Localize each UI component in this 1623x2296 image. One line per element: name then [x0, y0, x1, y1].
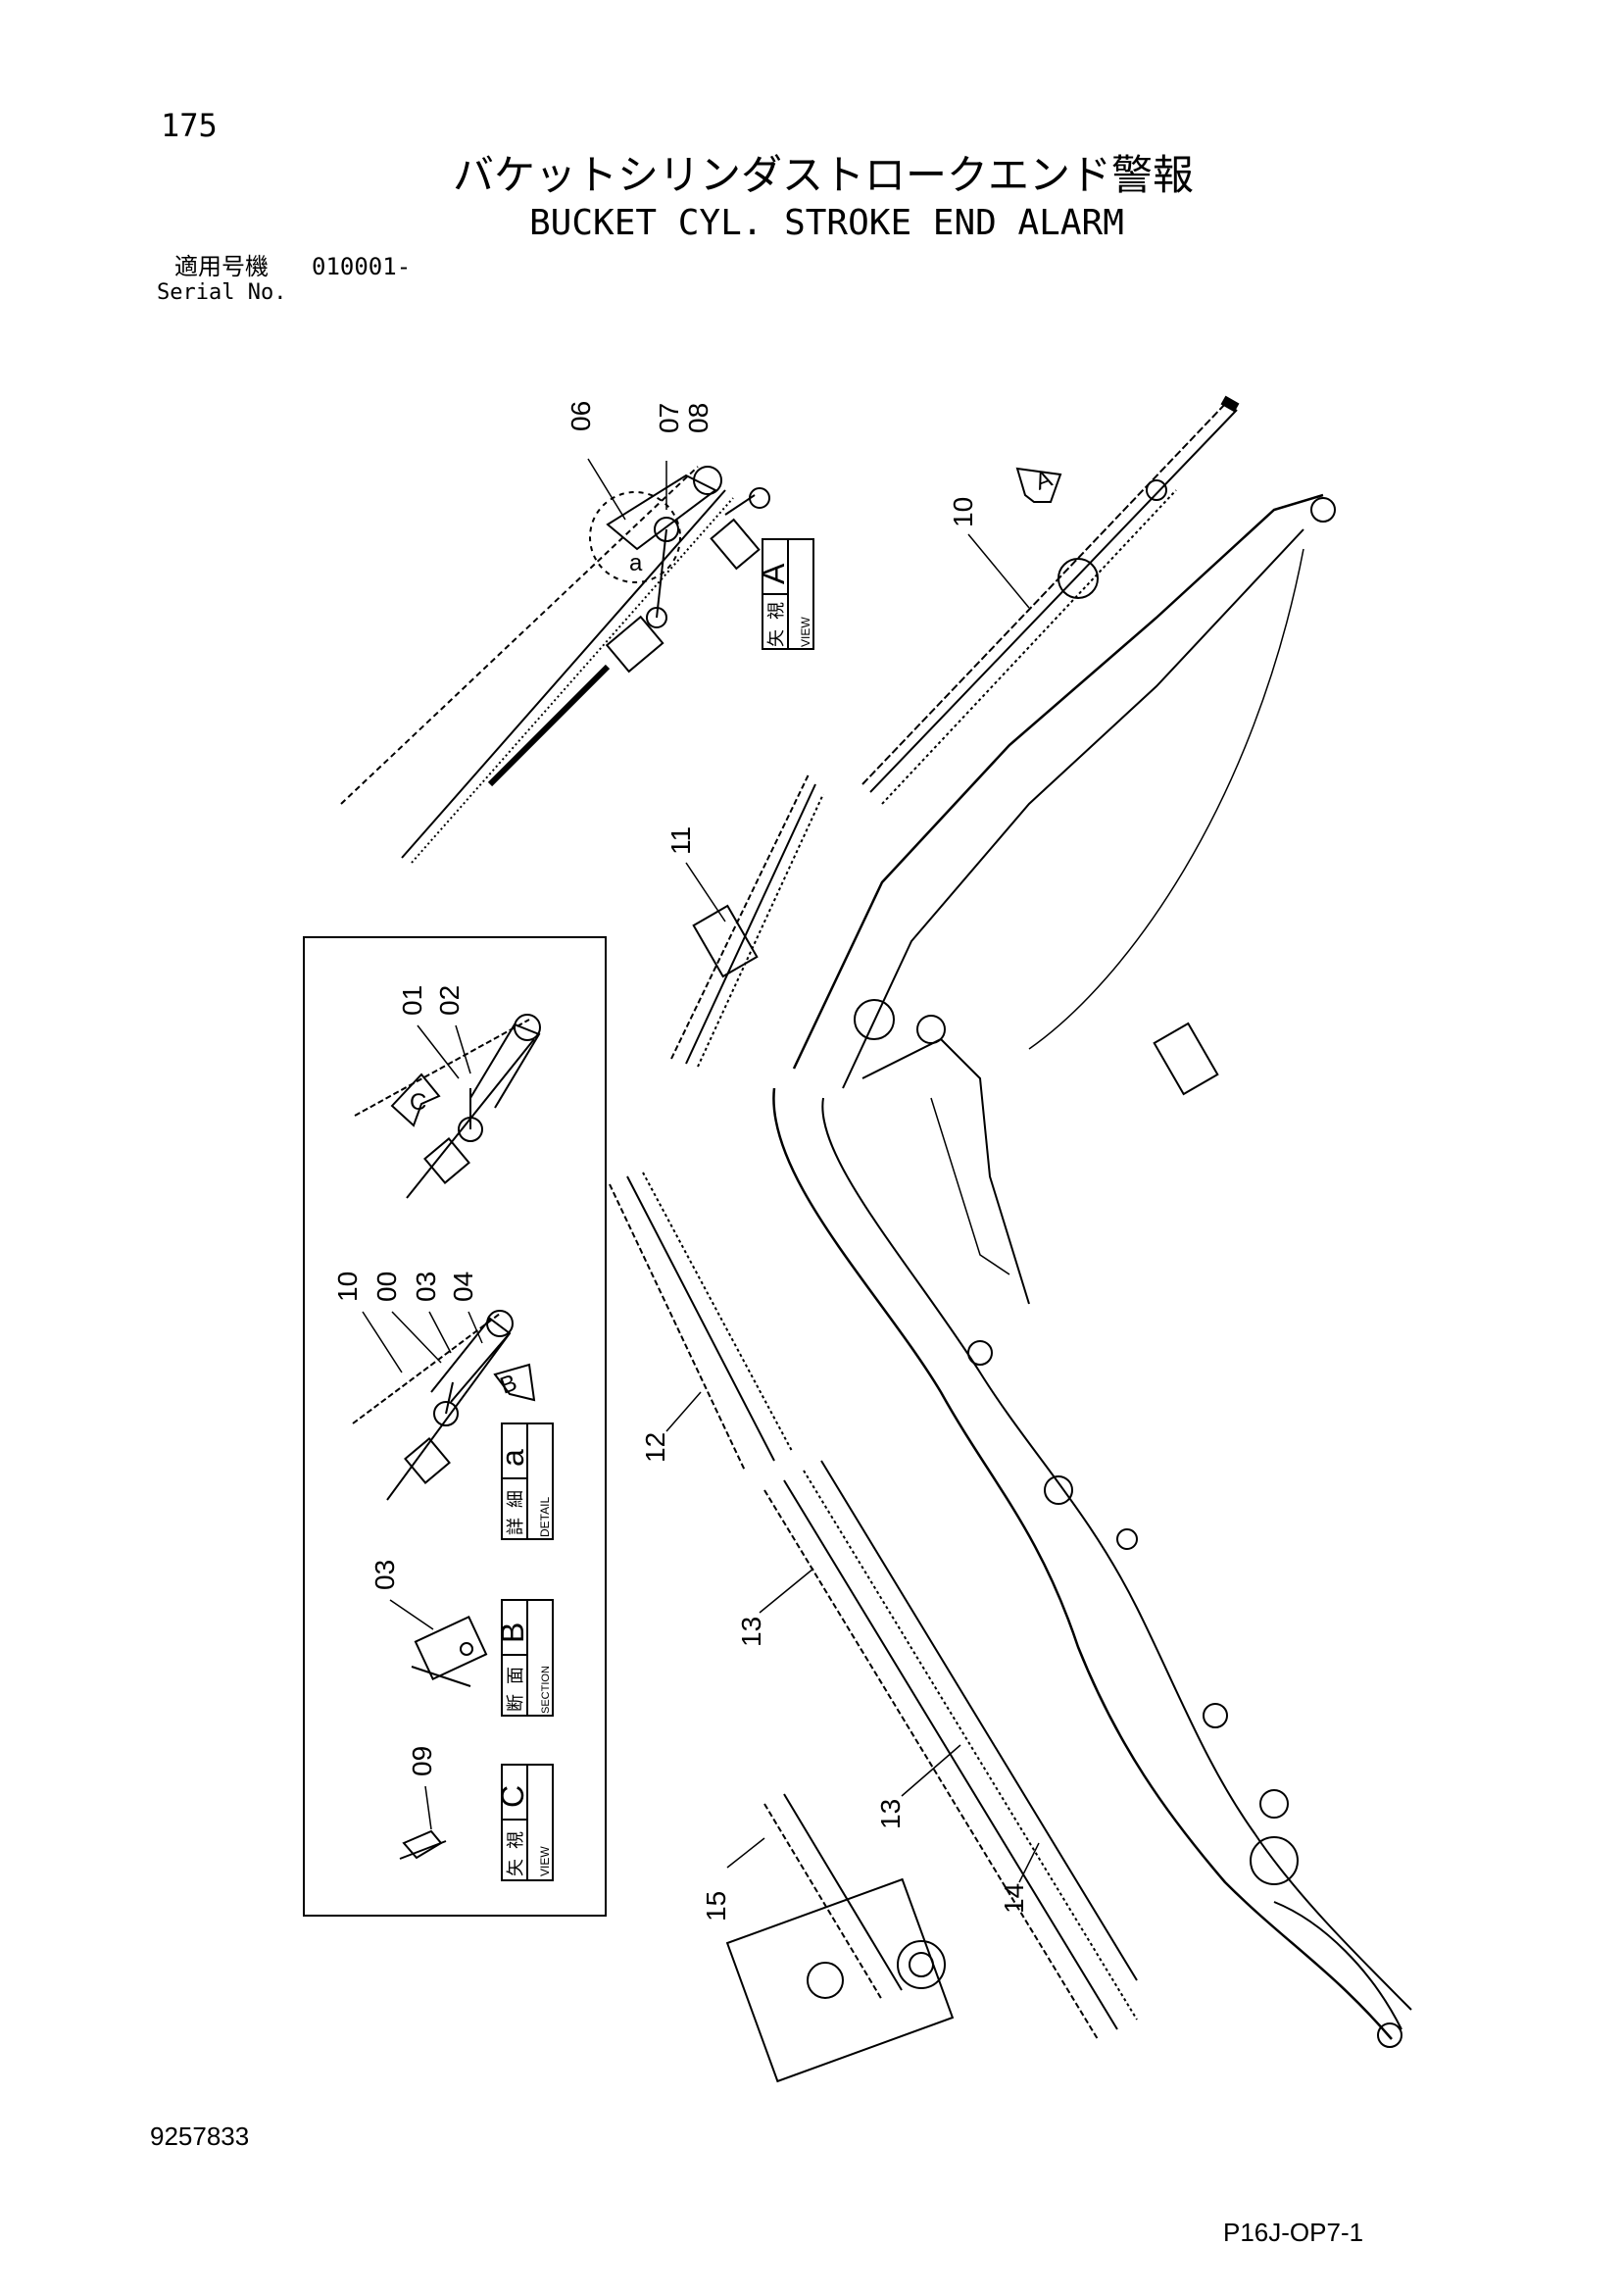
page-title-jp: バケットシリンダストロークエンド警報 [453, 151, 1195, 199]
detail-a-jp1: 詳 [506, 1518, 525, 1535]
callout-04: 04 [448, 1272, 478, 1302]
view-c-jp1: 矢 [506, 1859, 525, 1876]
page-title-en: BUCKET CYL. STROKE END ALARM [529, 203, 1124, 243]
boom-main [772, 493, 1412, 2048]
detail-a-box [501, 1423, 554, 1540]
callout-10-inset: 10 [332, 1272, 363, 1302]
view-a-box [762, 538, 814, 650]
callout-10-top: 10 [948, 497, 978, 527]
callout-06: 06 [566, 401, 596, 431]
section-b-jp2: 面 [506, 1667, 525, 1684]
view-c-letter: C [495, 1785, 530, 1808]
callout-12: 12 [640, 1432, 670, 1463]
page-code: P16J-OP7-1 [1223, 2218, 1364, 2247]
detail-a-en: DETAIL [538, 1497, 552, 1537]
leader-lines [362, 458, 1040, 1883]
view-a-jp1: 矢 [766, 629, 786, 647]
view-a-jp2: 視 [766, 602, 786, 620]
section-b-letter: B [495, 1622, 530, 1643]
hose-assembly-13 [763, 1460, 1138, 2040]
section-b-en: SECTION [540, 1666, 552, 1714]
serial-value: 010001- [312, 253, 412, 280]
view-a-en: VIEW [799, 617, 812, 647]
callout-01: 01 [397, 985, 427, 1016]
view-c-en: VIEW [538, 1846, 552, 1876]
document-number: 9257833 [150, 2121, 250, 2151]
hose-assembly-15 [725, 1793, 955, 2083]
inset-arm-view-2 [352, 1310, 536, 1501]
arm-view-top [340, 466, 770, 864]
detail-a-letter: a [495, 1449, 530, 1467]
callout-15: 15 [701, 1891, 731, 1922]
marker-a-small: a [629, 550, 643, 576]
arrow-a-label: A [1032, 466, 1056, 496]
inset-arm-view-1 [354, 1014, 541, 1199]
hose-assembly-11 [670, 774, 824, 1068]
section-b-jp1: 断 [506, 1694, 525, 1712]
callout-09: 09 [407, 1746, 437, 1776]
callout-03-inset: 03 [411, 1272, 441, 1302]
view-a-letter: A [756, 563, 791, 584]
serial-label-en: Serial No. [157, 280, 287, 305]
callout-03-section: 03 [369, 1560, 400, 1590]
inset-section-part-03 [411, 1615, 488, 1687]
callout-00: 00 [371, 1272, 402, 1302]
arrow-c-label: C [410, 1089, 426, 1116]
callout-07: 07 [654, 403, 684, 433]
detail-a-jp2: 細 [506, 1490, 525, 1508]
section-b-box [501, 1599, 554, 1717]
hose-assembly-12 [609, 1172, 793, 1472]
page-number: 175 [161, 107, 218, 144]
arrow-a-icon [1015, 467, 1062, 503]
hose-assembly-10 [861, 395, 1240, 805]
serial-label-jp: 適用号機 [174, 253, 269, 280]
callout-14: 14 [999, 1883, 1029, 1914]
inset-frame [303, 936, 607, 1917]
callout-13-lower: 13 [875, 1799, 906, 1829]
callout-11: 11 [665, 826, 696, 855]
callout-08: 08 [683, 403, 713, 433]
view-c-box [501, 1764, 554, 1881]
inset-view-part-09 [399, 1829, 447, 1860]
callout-02: 02 [434, 985, 465, 1016]
view-c-jp2: 視 [506, 1831, 525, 1849]
callout-13-upper: 13 [736, 1617, 766, 1647]
arrow-b-label: B [497, 1370, 520, 1400]
